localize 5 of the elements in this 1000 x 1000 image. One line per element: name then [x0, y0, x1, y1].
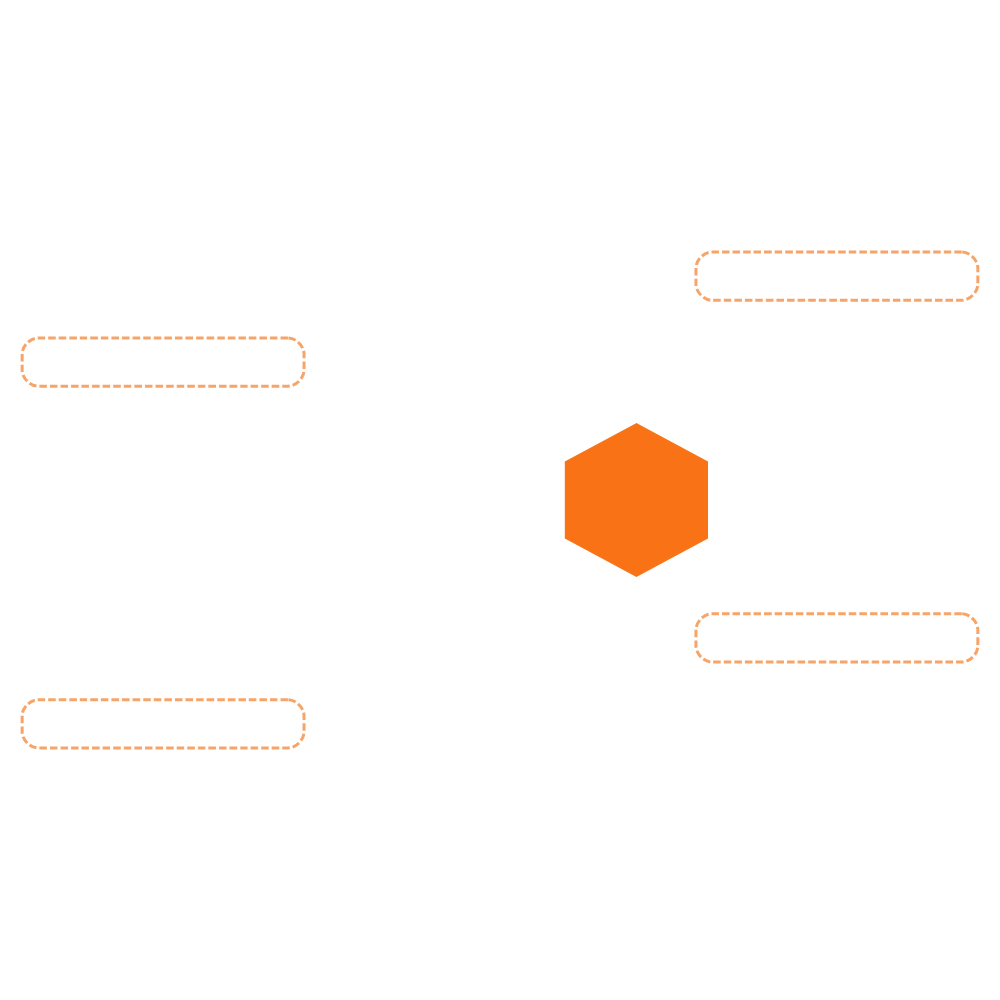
- node-box: [694, 250, 980, 302]
- node-box: [20, 336, 306, 388]
- node-box: [694, 612, 980, 664]
- node-hexagon: [564, 423, 709, 577]
- node-box: [20, 698, 306, 750]
